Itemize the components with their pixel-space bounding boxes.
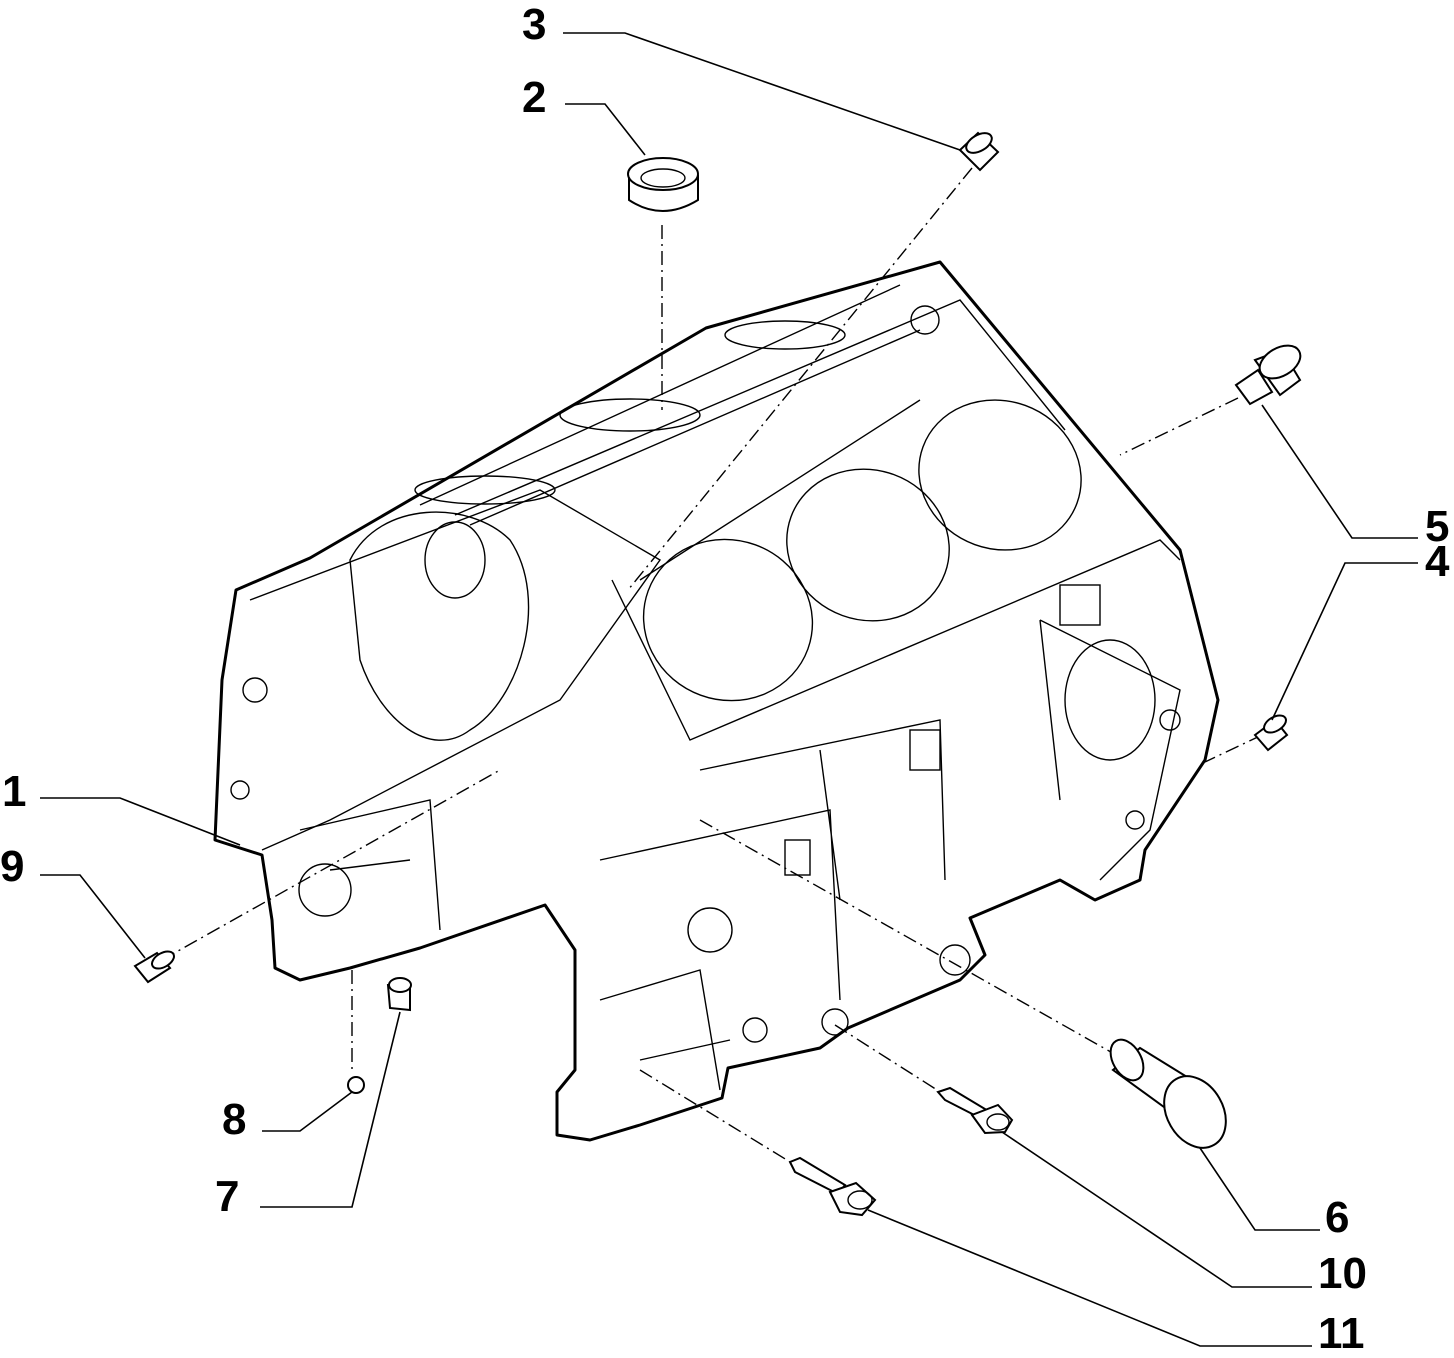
plug-screw-icon (1234, 344, 1302, 406)
dowel-pin-icon (1253, 714, 1289, 752)
axis-part-4 (1204, 734, 1263, 763)
large-plug-icon (1109, 1038, 1227, 1149)
callout-label-6: 6 (1325, 1193, 1350, 1242)
callout-label-5: 5 (1425, 502, 1450, 551)
axis-part-11 (639, 1069, 796, 1166)
callout-label-10: 10 (1318, 1249, 1367, 1298)
engine-block-icon (213, 260, 1220, 1142)
axis-part-6 (699, 819, 1126, 1061)
axis-part-10 (834, 1024, 946, 1096)
bolt-icon (788, 1156, 877, 1217)
callout-label-3: 3 (522, 0, 547, 49)
callout-label-4: 4 (1425, 537, 1450, 586)
leader-1 (40, 797, 241, 846)
callout-label-2: 2 (522, 73, 547, 122)
axis-part-5 (1119, 397, 1239, 456)
assembly-axis-lines (161, 167, 1263, 1166)
dowel-pin-icon (133, 950, 175, 984)
leader-4 (1271, 562, 1418, 721)
ball-plug-icon (347, 1076, 365, 1094)
callout-label-11: 11 (1318, 1309, 1365, 1358)
ring-bushing-icon (627, 157, 699, 212)
leader-10 (1001, 1131, 1312, 1288)
callout-label-9: 9 (0, 842, 25, 891)
callout-label-1: 1 (2, 767, 27, 816)
leader-3 (563, 32, 961, 151)
dowel-pin-icon (386, 977, 412, 1012)
axis-part-3 (627, 167, 973, 591)
axis-part-9 (161, 769, 501, 961)
leader-2 (565, 103, 646, 156)
callout-leader-lines (40, 32, 1418, 1347)
leader-8 (262, 1091, 353, 1132)
callout-label-7: 7 (215, 1172, 240, 1221)
leader-5 (1261, 404, 1418, 539)
dowel-pin-icon (958, 131, 1000, 172)
bolt-icon (936, 1086, 1014, 1135)
leader-6 (1199, 1147, 1320, 1231)
leader-11 (867, 1209, 1312, 1347)
leader-7 (260, 1011, 401, 1208)
callout-label-8: 8 (222, 1095, 247, 1144)
leader-9 (40, 874, 146, 959)
